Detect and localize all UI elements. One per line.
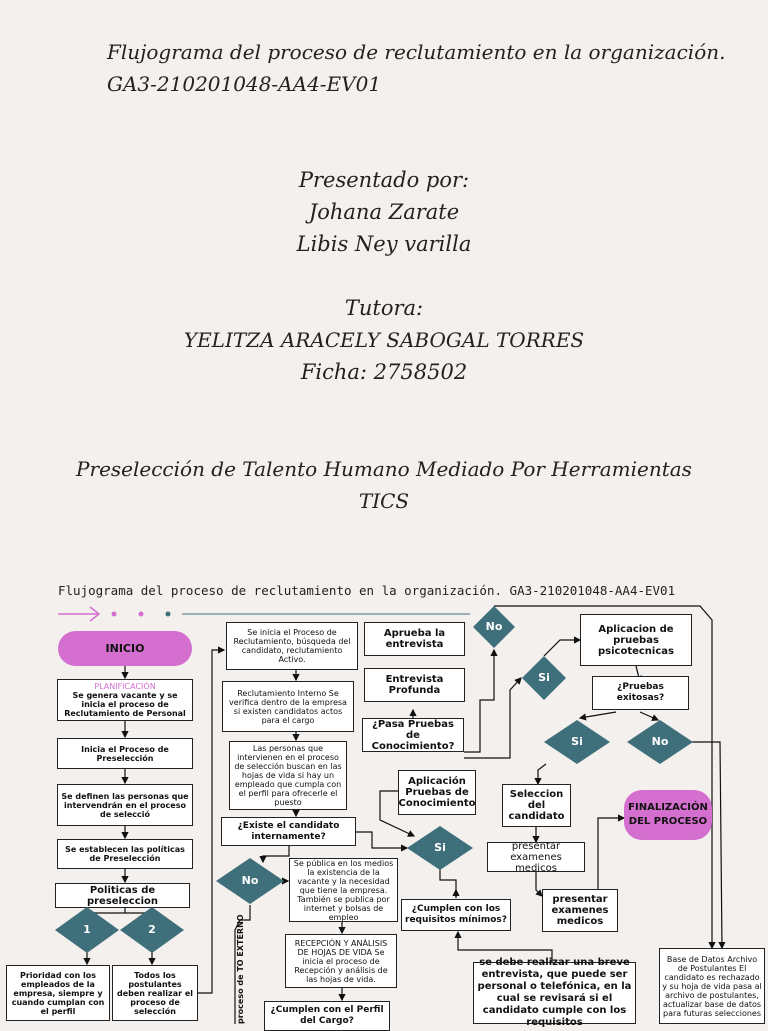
diamond-1-label: 1 (83, 923, 91, 936)
all-candidates-box: Todos los postulantes deben realizar el … (112, 965, 198, 1021)
cv-reception-box: RECEPCIÓN Y ANÁLISIS DE HOJAS DE VIDA Se… (285, 934, 397, 988)
subtitle-line1: Preselección de Talento Humano Mediado P… (76, 457, 692, 481)
subtitle-line2: TICS (358, 489, 410, 513)
si-label-1: Si (434, 841, 446, 854)
no-label-2: No (485, 620, 503, 633)
policies-established-box: Se establecen las políticas de Preselecc… (57, 839, 193, 869)
planning-label: PLANIFICACIÓN (94, 682, 156, 691)
internal-recruitment-box: Reclutamiento Interno Se verifica dentro… (222, 681, 354, 732)
ficha: Ficha: 2758502 (300, 360, 468, 384)
doc-title-line2: GA3-210201048-AA4-EV01 (107, 72, 382, 96)
start-terminal: INICIO (58, 631, 192, 666)
candidate-selection-box: Seleccion del candidato (502, 784, 571, 827)
flowchart-title: Flujograma del proceso de reclutamiento … (58, 583, 676, 598)
decorative-arrow (58, 606, 470, 622)
author-2: Libis Ney varilla (296, 232, 472, 256)
end-terminal: FINALIZACIÓN DEL PROCESO (624, 790, 712, 840)
requirements-question: ¿Cumplen con los requisitos mínimos? (401, 899, 511, 931)
knowledge-test-box: Aplicación Pruebas de Conocimiento (398, 770, 476, 815)
approve-interview-box: Aprueba la entrevista (364, 622, 465, 656)
tests-successful-question: ¿Pruebas exitosas? (592, 676, 689, 710)
medical-exams-box-1: presentar examenes medicos (487, 841, 585, 874)
policies-box: Politicas de preseleccion (55, 883, 190, 908)
external-process-label: proceso de TO EXTERNO (236, 914, 245, 1024)
tutor-name: YELITZA ARACELY SABOGAL TORRES (183, 328, 585, 352)
knowledge-test-question: ¿Pasa Pruebas de Conocimiento? (362, 718, 464, 752)
brief-interview-box: se debe realizar una breve entrevista, q… (473, 957, 636, 1028)
medical-exams-box-2: presentar examenes medicos (542, 889, 618, 932)
no-label-1: No (241, 874, 259, 887)
si-label-3: Si (571, 735, 583, 748)
postulants-database-box: Base de Datos Archivo de Postulantes El … (659, 948, 765, 1024)
presented-label: Presentado por: (298, 168, 470, 192)
si-label-2: Si (538, 671, 550, 684)
author-1: Johana Zarate (308, 200, 460, 224)
psychotech-tests-box: Aplicacion de pruebas psicotecnicas (580, 614, 692, 666)
planning-box: PLANIFICACIÓN Se genera vacante y se ini… (57, 679, 193, 721)
profile-question: ¿Cumplen con el Perfil del Cargo? (264, 1001, 390, 1031)
internal-candidate-question: ¿Existe el candidato internamente? (221, 817, 356, 846)
priority-employees-box: Prioridad con los empleados de la empres… (6, 965, 110, 1021)
doc-title-line1: Flujograma del proceso de reclutamiento … (107, 40, 726, 64)
tutor-label: Tutora: (344, 296, 424, 320)
publish-media-box: Se pública en los medios la existencia d… (289, 858, 398, 922)
recruitment-start-box: Se inicia el Proceso de Reclutamiento, b… (226, 622, 358, 670)
people-search-box: Las personas que intervienen en el proce… (229, 741, 347, 810)
planning-text: Se genera vacante y se inicia el proceso… (64, 691, 186, 718)
no-label-3: No (651, 735, 669, 748)
start-preselection-box: Inicia el Proceso de Preselección (57, 738, 193, 769)
diamond-2-label: 2 (148, 923, 156, 936)
deep-interview-box: Entrevista Profunda (364, 668, 465, 702)
define-people-box: Se definen las personas que intervendrán… (57, 784, 193, 826)
